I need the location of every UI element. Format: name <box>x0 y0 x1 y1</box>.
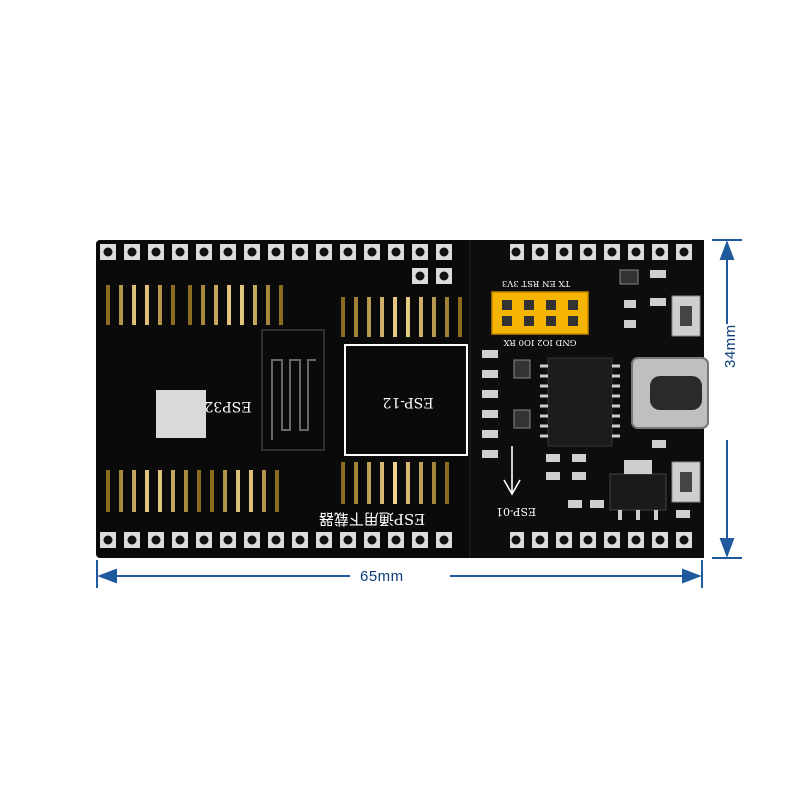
esp01-arrow <box>503 446 521 496</box>
pogo-pins-esp12 <box>341 297 462 504</box>
pogo-pins-top-left <box>106 285 283 325</box>
smd-components <box>482 269 690 518</box>
height-dimension-label: 34mm <box>722 324 739 368</box>
height-dimension <box>712 239 742 559</box>
esp01-socket <box>491 291 589 335</box>
esp32-label: ESP32 <box>204 398 251 414</box>
esp01-label: ESP-01 <box>496 505 536 518</box>
boot-button <box>671 461 701 503</box>
esp12-footprint <box>344 344 468 456</box>
width-dimension-label: 65mm <box>356 568 408 585</box>
esp12-label: ESP-12 <box>382 394 433 410</box>
usb-c-port <box>631 357 709 429</box>
voltage-regulator <box>609 460 667 520</box>
reset-button <box>671 295 701 337</box>
ch340-chip <box>540 357 620 447</box>
pogo-pins-bottom-left <box>106 470 279 512</box>
esp01-bottom-pin-labels: GND IO2 IO0 RX <box>503 337 577 347</box>
pin-header-bottom <box>100 530 700 554</box>
esp01-top-pin-labels: TX EN RST 3V3 <box>502 278 570 288</box>
esp32-footprint <box>156 329 325 451</box>
pin-header-top <box>100 244 700 292</box>
width-dimension <box>96 560 703 588</box>
esp-title-label: ESP通用下载器 <box>319 510 425 528</box>
